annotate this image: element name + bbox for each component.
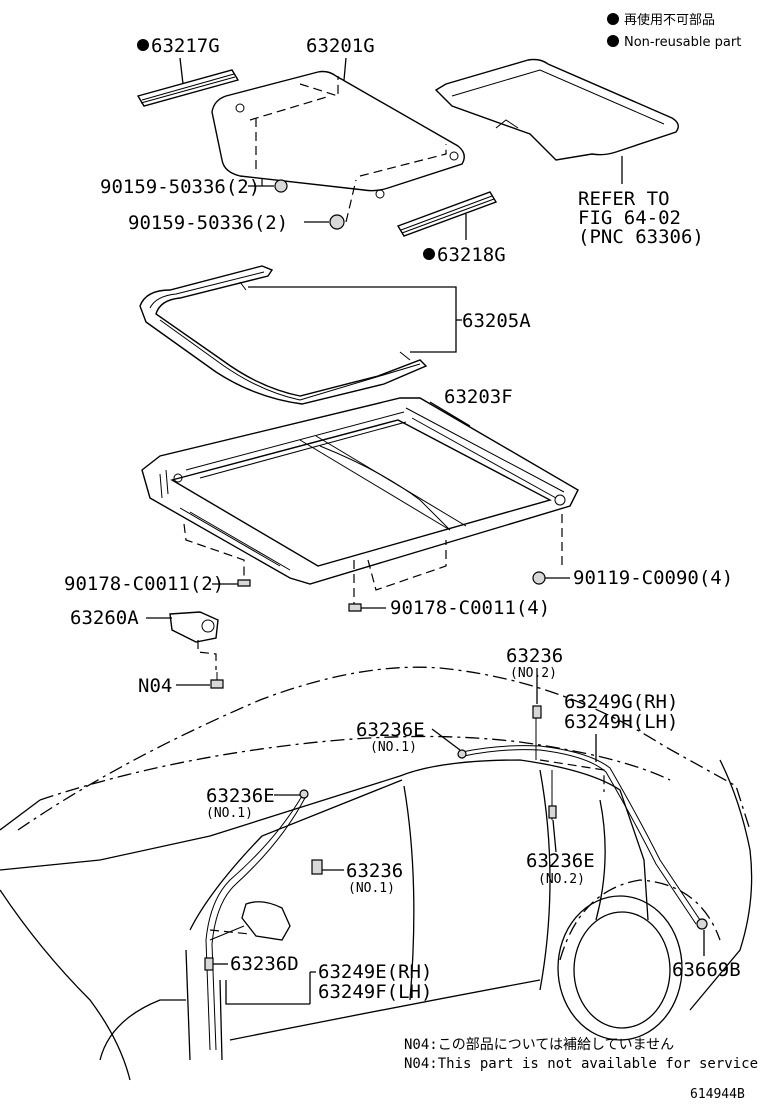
- label-N04[interactable]: N04: [138, 675, 172, 697]
- label-90159-a[interactable]: 90159-50336(2): [100, 176, 260, 198]
- label-63236E-3-sub[interactable]: (NO.2): [538, 872, 585, 887]
- non-reusable-dot-63217G: [137, 39, 149, 51]
- label-63669B[interactable]: 63669B: [672, 959, 741, 981]
- label-63236E-1[interactable]: 63236E: [356, 719, 425, 741]
- label-63218G[interactable]: 63218G: [437, 244, 506, 266]
- motor-63260A-drawing: [169, 611, 219, 670]
- label-63236E-3[interactable]: 63236E: [526, 850, 595, 872]
- non-reusable-dot-63218G: [423, 248, 435, 260]
- glass-panel-63201G-drawing: [211, 70, 465, 199]
- label-63217G[interactable]: 63217G: [151, 35, 220, 57]
- label-90178-a[interactable]: 90178-C0011(2): [64, 573, 224, 595]
- note-en: N04:This part is not available for servi…: [404, 1056, 758, 1072]
- label-63236-mid[interactable]: 63236: [346, 860, 403, 882]
- weatherstrip-63217G-drawing: [136, 69, 240, 107]
- label-63236-mid-sub[interactable]: (NO.1): [348, 881, 395, 896]
- screw-90119-drawing: [532, 571, 546, 585]
- label-63260A[interactable]: 63260A: [70, 607, 139, 629]
- label-90159-b[interactable]: 90159-50336(2): [128, 212, 288, 234]
- seal-63205A-drawing: [139, 265, 428, 405]
- label-90178-b[interactable]: 90178-C0011(4): [390, 597, 550, 619]
- legend-bullet-jp: [607, 13, 619, 25]
- label-63236-top-sub[interactable]: (NO.2): [510, 666, 557, 681]
- fastener-90178-b-drawing: [348, 603, 362, 612]
- bolt-90159-b-drawing: [329, 179, 357, 230]
- label-63201G[interactable]: 63201G: [306, 35, 375, 57]
- note-jp: N04:この部品については補給していません: [404, 1037, 674, 1053]
- label-63205A[interactable]: 63205A: [462, 310, 531, 332]
- bolt-N04-drawing: [210, 672, 224, 689]
- label-refer-1[interactable]: REFER TO: [578, 188, 670, 210]
- drain-hoses-drawing: [204, 705, 708, 1051]
- label-63236E-1-sub[interactable]: (NO.1): [370, 740, 417, 755]
- label-63249F[interactable]: 63249F(LH): [318, 981, 432, 1003]
- label-refer-2[interactable]: FIG 64-02: [578, 207, 681, 229]
- label-63236E-2-sub[interactable]: (NO.1): [206, 806, 253, 821]
- figure-id: 614944B: [690, 1087, 745, 1102]
- bolt-90159-a-drawing: [261, 178, 288, 193]
- car-body-outline-drawing: [0, 666, 753, 1081]
- sunshade-drawing: [434, 58, 679, 161]
- label-63236D[interactable]: 63236D: [230, 953, 299, 975]
- weatherstrip-63218G-drawing: [396, 191, 498, 237]
- label-90119[interactable]: 90119-C0090(4): [573, 567, 733, 589]
- sunroof-frame-63203F-drawing: [141, 397, 579, 585]
- fastener-90178-a-drawing: [237, 579, 251, 587]
- label-63236-top[interactable]: 63236: [506, 645, 563, 667]
- label-63249G[interactable]: 63249G(RH): [564, 691, 678, 713]
- label-63249E[interactable]: 63249E(RH): [318, 961, 432, 983]
- legend-bullet-en: [607, 35, 619, 47]
- label-63203F[interactable]: 63203F: [444, 386, 513, 408]
- legend-en: Non-reusable part: [624, 35, 741, 50]
- legend-jp: 再使用不可部品: [624, 12, 715, 28]
- label-63249H[interactable]: 63249H(LH): [564, 711, 678, 733]
- label-63236E-2[interactable]: 63236E: [206, 785, 275, 807]
- label-refer-3[interactable]: (PNC 63306): [578, 226, 704, 248]
